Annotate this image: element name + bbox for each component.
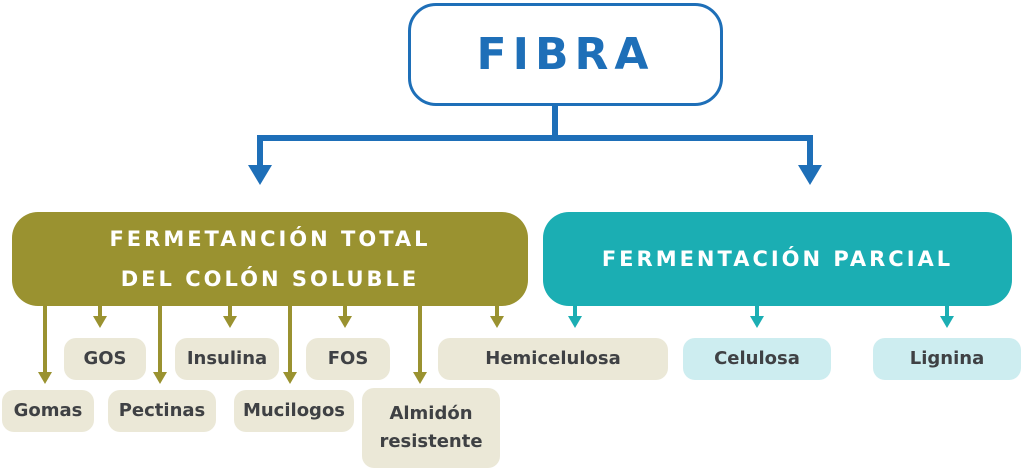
leaf-pectinas: Pectinas: [108, 390, 216, 432]
leaf-insulina: Insulina: [175, 338, 279, 380]
leaf-gos: GOS: [64, 338, 146, 380]
total-arrows: [38, 316, 504, 384]
arrow-down-icon: [798, 165, 822, 185]
leaf-label: Lignina: [909, 348, 985, 369]
leaf-label-line2: resistente: [379, 431, 483, 452]
arrow-down-icon: [940, 316, 954, 328]
leaf-fos: FOS: [306, 338, 390, 380]
leaf-lignina: Lignina: [873, 338, 1021, 380]
arrow-down-icon: [338, 316, 352, 328]
arrow-down-icon: [38, 372, 52, 384]
root-connectors: [257, 106, 813, 168]
root-node-fibra: FIBRA: [408, 3, 723, 106]
arrow-down-icon: [750, 316, 764, 328]
leaf-hemicelulosa: Hemicelulosa: [438, 338, 668, 380]
arrow-down-icon: [413, 372, 427, 384]
leaf-label: Celulosa: [714, 348, 800, 369]
arrow-down-icon: [568, 316, 582, 328]
arrow-down-icon: [490, 316, 504, 328]
arrow-down-icon: [93, 316, 107, 328]
category-total-line1: FERMETANCIÓN TOTAL: [109, 227, 431, 251]
category-partial-label: FERMENTACIÓN PARCIAL: [601, 247, 954, 271]
leaf-label: GOS: [83, 348, 127, 369]
category-partial-fermentation: FERMENTACIÓN PARCIAL: [543, 212, 1012, 306]
leaf-label: Pectinas: [118, 400, 206, 421]
arrow-down-icon: [283, 372, 297, 384]
category-total-line2: DEL COLÓN SOLUBLE: [120, 267, 420, 291]
category-total-fermentation: FERMETANCIÓN TOTAL DEL COLÓN SOLUBLE: [12, 212, 528, 306]
partial-arrows: [568, 316, 954, 328]
arrow-down-icon: [153, 372, 167, 384]
root-label: FIBRA: [476, 29, 655, 80]
leaf-label: Gomas: [13, 400, 83, 421]
arrow-down-icon: [248, 165, 272, 185]
leaf-celulosa: Celulosa: [683, 338, 831, 380]
leaf-label: Mucilogos: [242, 400, 346, 421]
leaf-label: FOS: [327, 348, 369, 369]
leaf-mucilogos: Mucilogos: [234, 390, 354, 432]
arrow-down-icon: [223, 316, 237, 328]
leaf-gomas: Gomas: [2, 390, 94, 432]
leaf-label: Hemicelulosa: [485, 348, 621, 369]
leaf-label-line1: Almidón: [389, 403, 473, 424]
leaf-almidon-resistente: Almidón resistente: [362, 388, 500, 468]
leaf-label: Insulina: [186, 348, 268, 369]
